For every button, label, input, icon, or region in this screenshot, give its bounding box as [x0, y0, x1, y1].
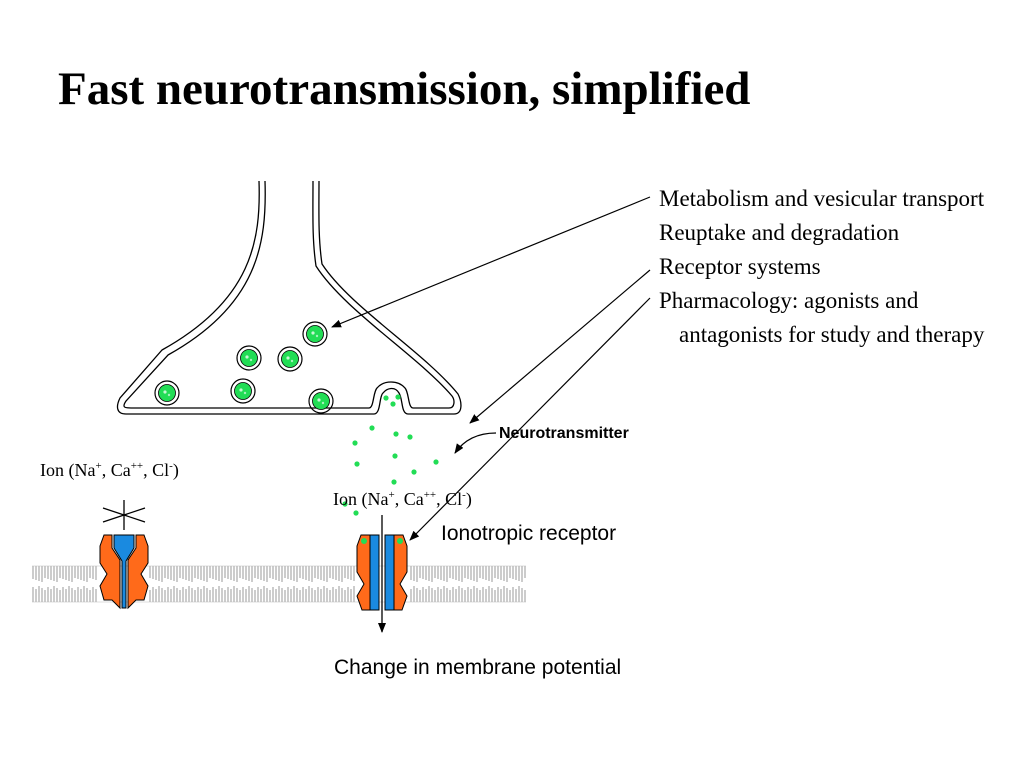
vesicle — [308, 388, 334, 414]
presynaptic-terminal — [116, 180, 462, 415]
ion-charge: - — [462, 489, 466, 501]
receptor-channel-left — [369, 534, 380, 611]
ion-label-blocked: Ion (Na+, Ca++, Cl-) — [40, 460, 179, 481]
topic-item: Reuptake and degradation — [659, 220, 900, 245]
vesicle — [230, 378, 256, 404]
ion-text: Ion (Na — [40, 460, 96, 480]
receptor-outer-left — [356, 534, 371, 611]
ion-charge: - — [169, 460, 173, 472]
ion-charge: + — [95, 460, 102, 472]
neurotransmitter-dot — [369, 425, 375, 431]
neurotransmitter-dot — [383, 395, 389, 401]
ion-text: , Ca — [101, 460, 131, 480]
topic-list: Metabolism and vesicular transport Reupt… — [659, 182, 999, 352]
neurotransmitter-dot — [407, 434, 413, 440]
neurotransmitter-label: Neurotransmitter — [499, 425, 629, 442]
synaptic-vesicles — [154, 321, 334, 414]
receptor-channel — [113, 534, 135, 609]
receptor-outer-right — [127, 534, 149, 610]
ion-text: , Cl — [436, 489, 463, 509]
neurotransmitter-dot — [353, 510, 359, 516]
neurotransmitter-dot — [391, 479, 397, 485]
vesicle — [277, 346, 303, 372]
ion-charge: ++ — [130, 460, 144, 472]
closed-ion-channel-receptor — [99, 500, 149, 610]
arrow-to-neurotransmitter — [454, 432, 497, 454]
neurotransmitter-dot — [433, 459, 439, 465]
slide-title: Fast neurotransmission, simplified — [58, 63, 751, 115]
ionotropic-receptor — [356, 534, 408, 611]
ion-text: ) — [465, 489, 472, 509]
ion-charge: ++ — [423, 489, 437, 501]
ion-text: Ion (Na — [333, 489, 389, 509]
topic-item: Pharmacology: agonists and antagonists f… — [659, 288, 985, 347]
neurotransmitter-dot — [395, 394, 401, 400]
neurotransmitter-dot — [354, 461, 360, 467]
ion-label-open: Ion (Na+, Ca++, Cl-) — [333, 489, 472, 510]
ionotropic-receptor-label: Ionotropic receptor — [441, 522, 617, 545]
pointer-arrows — [331, 196, 651, 541]
receptor-outer-right — [393, 534, 408, 611]
ion-text: , Ca — [394, 489, 424, 509]
neurotransmitter-dot — [392, 453, 398, 459]
receptor-outer-left — [99, 534, 121, 610]
vesicle — [154, 380, 180, 406]
neurotransmitter-dot — [411, 469, 417, 475]
neurotransmitter-molecules — [342, 394, 439, 516]
neurotransmitter-dot — [390, 401, 396, 407]
ion-text: , Cl — [143, 460, 170, 480]
membrane-potential-label: Change in membrane potential — [334, 656, 622, 679]
receptor-channel-right — [384, 534, 395, 611]
arrow-to-vesicle — [331, 196, 651, 328]
arrow-to-cleft — [469, 269, 651, 424]
vesicle — [236, 345, 262, 371]
vesicle — [302, 321, 328, 347]
neurotransmitter-dot — [393, 431, 399, 437]
x-cross-icon — [102, 500, 146, 530]
ion-text: ) — [172, 460, 179, 480]
topic-item: Receptor systems — [659, 254, 821, 279]
arrow-to-receptor — [409, 297, 651, 541]
topic-item: Metabolism and vesicular transport — [659, 186, 985, 211]
neurotransmitter-dot — [342, 501, 348, 507]
neurotransmitter-dot — [352, 440, 358, 446]
ion-charge: + — [388, 489, 395, 501]
